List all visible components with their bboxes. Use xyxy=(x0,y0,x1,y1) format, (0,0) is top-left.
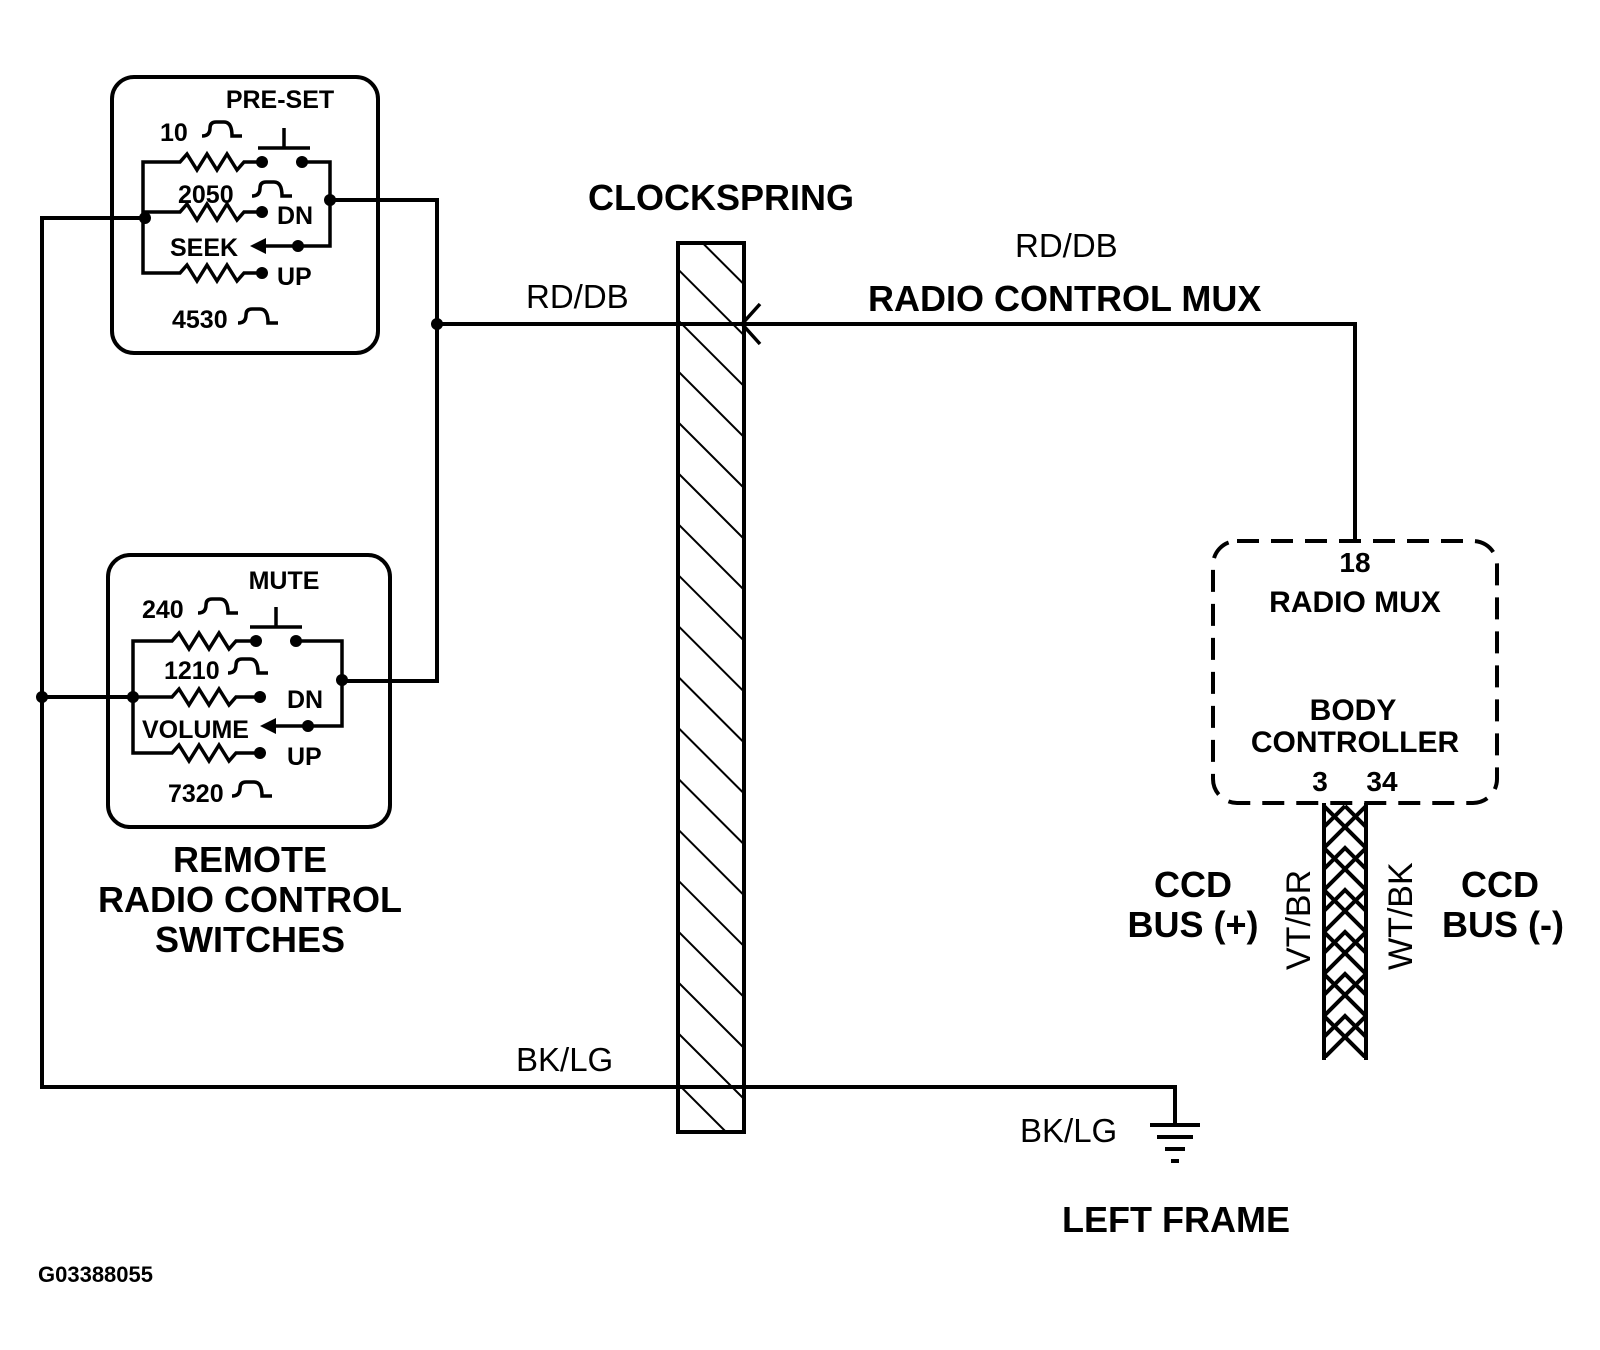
clockspring-title: CLOCKSPRING xyxy=(588,177,854,218)
figure-id: G03388055 xyxy=(38,1262,153,1287)
volume-r1-resistor xyxy=(131,629,256,697)
body-controller-line1: BODY xyxy=(1310,694,1397,727)
body-controller-pin-3: 3 xyxy=(1312,766,1328,797)
preset-contact-1 xyxy=(256,156,268,168)
volume-dn-label: DN xyxy=(287,686,323,714)
volume-r2-resistor xyxy=(133,685,260,709)
volume-contact-2 xyxy=(290,635,302,647)
volume-contact-1 xyxy=(250,635,262,647)
preset-title: PRE-SET xyxy=(226,86,334,114)
radio-mux-label: RADIO MUX xyxy=(1269,586,1441,619)
volume-label: VOLUME xyxy=(142,716,249,744)
volume-r1-value: 240 xyxy=(142,596,184,624)
preset-contact-2 xyxy=(296,156,308,168)
volume-r2-value: 1210 xyxy=(164,657,220,685)
remote-switches-line2: RADIO CONTROL xyxy=(98,879,402,920)
clockspring-connector-icon xyxy=(739,302,762,346)
preset-r3-value: 4530 xyxy=(172,306,228,334)
twisted-pair-rails xyxy=(1322,803,1368,1060)
body-controller-pin-34: 34 xyxy=(1366,766,1398,797)
preset-contact-dn xyxy=(256,206,268,218)
mute-push-button xyxy=(250,607,302,629)
vt-br-label: VT/BR xyxy=(1280,870,1318,970)
rd-db-wire xyxy=(437,322,1357,541)
ccd-bus-minus-line2: BUS (-) xyxy=(1442,904,1564,945)
volume-arrow-icon xyxy=(260,718,276,734)
volume-r3-value: 7320 xyxy=(168,780,224,808)
preset-r2-pulse-icon xyxy=(251,180,292,198)
body-controller-box xyxy=(1211,539,1499,805)
preset-contact-up xyxy=(256,267,268,279)
remote-switches-line1: REMOTE xyxy=(173,839,327,880)
ccd-twisted-pair: VT/BR WT/BK xyxy=(1280,803,1420,1060)
preset-r3-resistor xyxy=(141,212,262,285)
left-frame-label: LEFT FRAME xyxy=(1062,1199,1290,1240)
ground-junction-node xyxy=(36,691,48,703)
circuit-wires: RD/DB RD/DB RADIO CONTROL MUX BK/LG BK/L… xyxy=(36,198,1357,1149)
volume-up-label: UP xyxy=(287,743,322,771)
volume-r3-pulse-icon xyxy=(231,780,272,798)
ccd-bus-plus-label: CCD BUS (+) xyxy=(1127,864,1258,945)
body-controller-pin-18: 18 xyxy=(1339,547,1370,578)
preset-r1-resistor xyxy=(141,150,262,212)
preset-contact-seek xyxy=(292,240,304,252)
preset-r1-value: 10 xyxy=(160,119,188,147)
volume-contact-up xyxy=(254,747,266,759)
body-controller-line2: CONTROLLER xyxy=(1251,726,1460,759)
signal-junction-node xyxy=(431,318,443,330)
ccd-bus-plus-line2: BUS (+) xyxy=(1127,904,1258,945)
volume-switch-box xyxy=(106,553,392,829)
preset-r2-resistor xyxy=(143,200,262,224)
remote-switches-label: REMOTE RADIO CONTROL SWITCHES xyxy=(98,839,402,960)
volume-r1-pulse-icon xyxy=(197,597,238,615)
bk-lg-ground-wire xyxy=(40,216,1177,1125)
wt-bk-label: WT/BK xyxy=(1382,862,1420,970)
volume-r3-resistor xyxy=(131,697,260,765)
preset-seek-arrow-icon xyxy=(250,238,266,254)
preset-seek-switch: PRE-SET 10 2050 4530 DN SEEK UP xyxy=(110,75,380,355)
rd-db-right-label: RD/DB xyxy=(1015,227,1118,264)
preset-up-label: UP xyxy=(277,263,312,291)
rd-db-left-label: RD/DB xyxy=(526,278,629,315)
ccd-bus-minus-line1: CCD xyxy=(1461,864,1539,905)
mute-title: MUTE xyxy=(249,567,320,595)
clockspring: CLOCKSPRING xyxy=(588,177,854,1134)
radio-control-mux-label: RADIO CONTROL MUX xyxy=(868,278,1261,319)
preset-r3-pulse-icon xyxy=(237,307,278,325)
volume-contact-volume xyxy=(302,720,314,732)
preset-seek-label: SEEK xyxy=(170,234,238,262)
volume-contact-dn xyxy=(254,691,266,703)
ccd-bus-minus-label: CCD BUS (-) xyxy=(1442,864,1564,945)
preset-dn-label: DN xyxy=(277,202,313,230)
preset-switch-box xyxy=(110,75,380,355)
volume-r2-pulse-icon xyxy=(227,657,268,675)
mute-volume-switch: MUTE 240 1210 7320 DN VOLUME UP xyxy=(106,553,392,829)
preset-push-button xyxy=(258,128,310,150)
clockspring-body xyxy=(676,241,746,1134)
switch-signal-bus xyxy=(330,198,439,683)
remote-switches-line3: SWITCHES xyxy=(155,919,345,960)
ccd-bus-plus-line1: CCD xyxy=(1154,864,1232,905)
bk-lg-top-label: BK/LG xyxy=(516,1041,613,1078)
ground-icon xyxy=(1150,1123,1200,1163)
bk-lg-ground-label: BK/LG xyxy=(1020,1112,1117,1149)
preset-r1-pulse-icon xyxy=(201,120,242,138)
body-controller: 18 RADIO MUX BODY CONTROLLER 3 34 xyxy=(1211,539,1499,805)
